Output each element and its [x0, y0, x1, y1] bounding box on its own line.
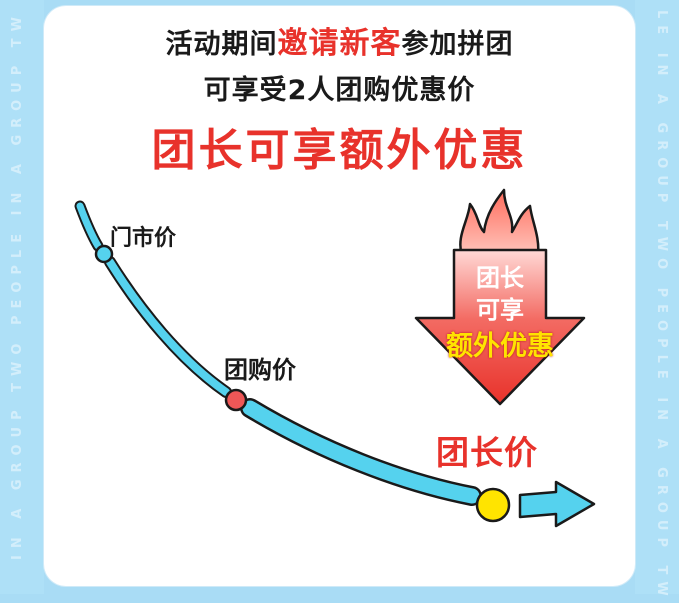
leader-price-dot [475, 487, 511, 523]
badge-line-3: 额外优惠 [446, 331, 554, 362]
down-arrow-icon [414, 248, 586, 406]
headline-line-2: 可享受2人团购优惠价 [203, 75, 476, 106]
background-stripe-right [635, 0, 679, 594]
headline-line-1: 活动期间邀请新客参加拼团 [0, 18, 679, 62]
arrow-tail-right [518, 480, 596, 528]
headline-suffix: 参加拼团 [401, 29, 514, 60]
curve-line [74, 200, 482, 506]
headline-line-3: 团长可享额外优惠 [151, 125, 528, 176]
badge-line-2: 可享 [476, 296, 524, 324]
group-price-label: 团购价 [224, 356, 296, 384]
leader-price-label: 团长价 [436, 433, 538, 472]
background-stripe-left [0, 0, 44, 594]
door-price-label: 门市价 [110, 226, 177, 251]
door-price-dot [94, 244, 114, 264]
flame-icon [459, 188, 540, 258]
headline-accent: 邀请新客 [277, 26, 402, 61]
group-price-dot [224, 388, 248, 412]
headline-prefix: 活动期间 [165, 29, 278, 60]
badge-line-1: 团长 [476, 264, 524, 292]
watermark-right: LE IN A GROUP TWO PEOPLE IN A GROUP TW [654, 10, 669, 603]
